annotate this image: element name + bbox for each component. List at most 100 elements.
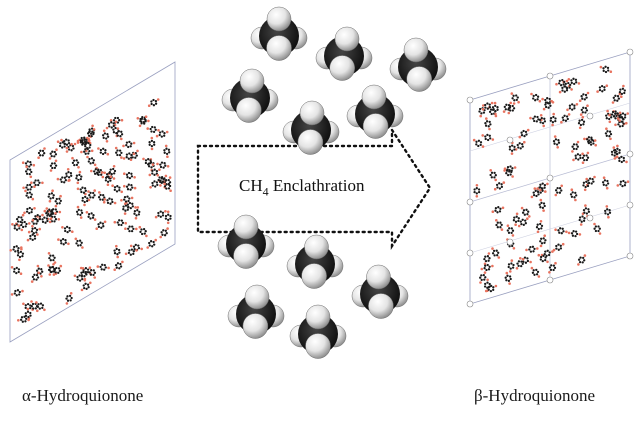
alpha-hydroquinone-molecule: [146, 238, 157, 249]
alpha-atoms: [9, 98, 172, 323]
cavity-site: [546, 174, 554, 182]
beta-hydroquinone-molecule: [548, 261, 557, 274]
methane-molecule: [250, 6, 308, 61]
alpha-hydroquinone-molecule: [52, 264, 63, 276]
beta-hydroquinone-molecule: [601, 176, 610, 190]
alpha-hydroquinone-molecule: [10, 289, 24, 297]
beta-hydroquinone-molecule: [508, 141, 516, 155]
beta-hydroquinone-molecule: [493, 181, 506, 191]
alpha-hydroquinone-molecule: [124, 225, 138, 233]
beta-hydroquinone-molecule: [567, 77, 581, 86]
alpha-hydroquinone-molecule: [56, 176, 70, 184]
beta-hydroquinone-molecule: [491, 101, 499, 116]
alpha-hydroquinone-molecule: [75, 170, 83, 185]
beta-hydroquinone-molecule: [611, 92, 622, 104]
beta-hydroquinone-molecule: [605, 109, 613, 124]
alpha-hydroquinone-molecule: [103, 171, 116, 180]
beta-hydroquinone-molecule: [530, 92, 542, 103]
beta-hydroquinone-molecule: [554, 227, 568, 235]
alpha-hydroquinone-molecule: [47, 263, 56, 276]
beta-hydroquinone-molecule: [502, 101, 512, 113]
alpha-hydroquinone-molecule: [113, 219, 127, 227]
methane-molecule: [221, 68, 279, 123]
beta-hydroquinone-molecule: [491, 247, 501, 259]
beta-hydroquinone-molecule: [504, 271, 512, 285]
alpha-hydroquinone-molecule: [10, 266, 23, 276]
alpha-hydroquinone-molecule: [164, 210, 172, 225]
cavity-site: [546, 72, 554, 80]
methane-molecule: [282, 100, 340, 155]
alpha-crystal-structure: [9, 61, 176, 343]
alpha-hydroquinone-molecule: [101, 129, 110, 143]
beta-hydroquinone-molecule: [517, 217, 529, 228]
beta-cell-divider-h3: [469, 204, 631, 254]
beta-hydroquinone-molecule: [510, 92, 520, 104]
beta-hydroquinone-molecule: [572, 152, 584, 162]
beta-hydroquinone-molecule: [616, 179, 630, 188]
alpha-hydroquinone-molecule: [148, 136, 156, 151]
alpha-hydroquinone-molecule: [95, 220, 107, 230]
beta-hydroquinone-molecule: [536, 182, 549, 190]
alpha-hydroquinone-molecule: [48, 148, 58, 160]
beta-hydroquinone-molecule: [596, 84, 609, 93]
beta-hydroquinone-molecule: [473, 184, 481, 198]
cavity-site: [466, 96, 474, 104]
alpha-hydroquinone-molecule: [122, 152, 136, 160]
methane-molecules: [217, 6, 447, 359]
beta-hydroquinone-molecule: [481, 133, 495, 142]
alpha-hydroquinone-molecule: [156, 161, 170, 169]
alpha-hydroquinone-molecule: [124, 248, 138, 256]
beta-hydroquinone-molecule: [503, 165, 517, 173]
alpha-hydroquinone-molecule: [113, 260, 124, 272]
alpha-hydroquinone-molecule: [86, 128, 96, 140]
alpha-hydroquinone-molecule: [73, 274, 87, 282]
beta-hydroquinone-molecule: [583, 136, 597, 144]
alpha-hydroquinone-molecule: [30, 300, 39, 313]
alpha-hydroquinone-molecule: [17, 220, 31, 229]
beta-hydroquinone-molecule: [518, 128, 530, 139]
beta-hydroquinone-molecule: [585, 175, 596, 187]
methane-molecule: [286, 234, 344, 289]
beta-hydroquinone-molecule: [525, 245, 539, 253]
beta-hydroquinone-molecule: [484, 284, 498, 293]
alpha-hydroquinone-molecule: [37, 147, 46, 159]
beta-hydroquinone-molecule: [579, 104, 589, 116]
alpha-hydroquinone-molecule: [22, 183, 36, 191]
alpha-hydroquinone-molecule: [65, 142, 77, 153]
beta-hydroquinone-molecule: [608, 110, 622, 118]
alpha-hydroquinone-molecule: [9, 245, 23, 253]
alpha-hydroquinone-molecule: [147, 98, 160, 107]
beta-hydroquinone-molecule: [613, 144, 621, 159]
alpha-hydroquinone-molecule: [133, 206, 141, 220]
beta-hydroquinone-molecule: [566, 103, 579, 112]
beta-hydroquinone-molecule: [507, 102, 516, 115]
alpha-hydroquinone-molecule: [21, 160, 36, 168]
alpha-hydroquinone-molecule: [49, 159, 58, 172]
beta-hydroquinone-molecule: [578, 91, 590, 102]
beta-hydroquinone-molecule: [567, 230, 582, 238]
methane-molecule: [351, 264, 409, 319]
alpha-hydroquinone-molecule: [80, 267, 88, 281]
alpha-hydroquinone-molecule: [97, 191, 106, 204]
beta-hydroquinone-molecule: [577, 254, 587, 266]
alpha-hydroquinone-molecule: [108, 165, 117, 178]
cavity-site: [506, 238, 514, 246]
alpha-hydroquinone-molecule: [57, 237, 70, 246]
alpha-hydroquinone-molecule: [90, 168, 104, 176]
beta-hydroquinone-molecule: [514, 140, 526, 151]
alpha-hydroquinone-molecule: [65, 292, 73, 305]
alpha-hydroquinone-molecule: [97, 147, 110, 156]
alpha-hydroquinone-molecule: [156, 174, 166, 186]
alpha-hydroquinone-molecule: [31, 213, 44, 222]
cavity-site: [586, 112, 594, 120]
alpha-hydroquinone-molecule: [105, 120, 118, 130]
alpha-hydroquinone-molecule: [11, 223, 24, 232]
beta-hydroquinone-molecule: [593, 222, 602, 235]
beta-hydroquinone-molecule: [571, 140, 580, 153]
alpha-hydroquinone-molecule: [47, 252, 57, 264]
beta-hydroquinone-molecule: [577, 115, 586, 130]
beta-hydroquinone-molecule: [604, 205, 612, 219]
alpha-hydroquinone-molecule: [85, 211, 97, 221]
cavity-site: [546, 276, 554, 284]
